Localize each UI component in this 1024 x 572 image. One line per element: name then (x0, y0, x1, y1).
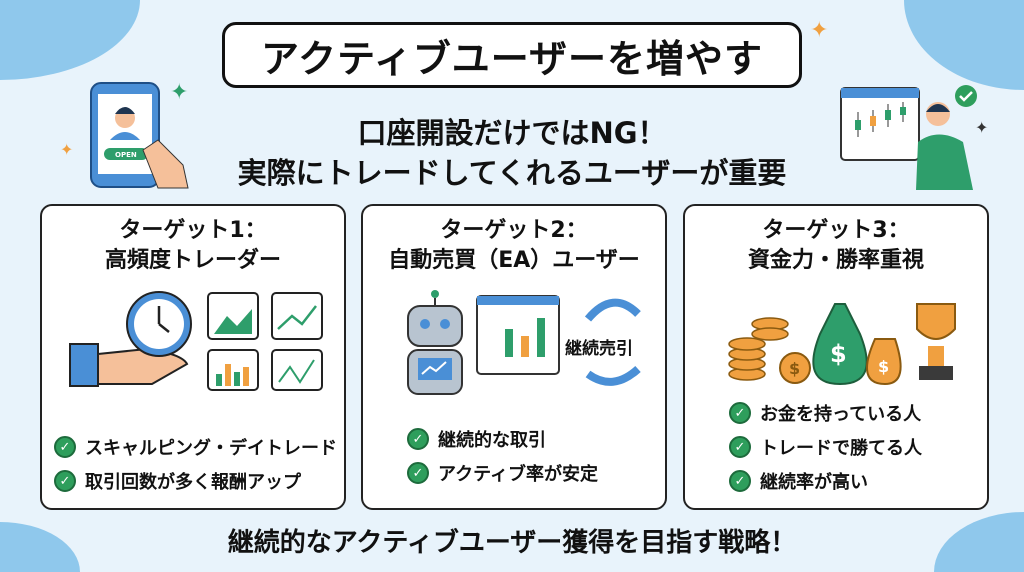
robot-chart-illustration (407, 290, 641, 395)
sparkle-icon: ✦ (810, 18, 829, 43)
bg-blob (0, 0, 140, 80)
target-card-1: ターゲット1： 高頻度トレーダー ✓ スキャルピング・デイトレード ✓ 取引回数が多… (40, 204, 346, 510)
page-title: アクティブユーザーを増やす (222, 22, 802, 88)
sparkle-icon: ✦ (60, 140, 74, 159)
list-item: ✓ 継続的な取引 (407, 426, 659, 452)
check-icon: ✓ (729, 470, 751, 492)
target-label: ターゲット1： (119, 218, 267, 243)
point-text: 継続的な取引 (438, 430, 546, 451)
trader-illustration (840, 85, 977, 190)
cycle-label: 継続売引 (565, 339, 633, 359)
clock-hand-charts-illustration (69, 291, 323, 391)
point-text: トレードで勝てる人 (760, 438, 922, 459)
svg-text:$: $ (830, 340, 847, 368)
svg-text:$: $ (789, 359, 800, 378)
subtitle-line-2: 実際にトレードしてくれるユーザーが重要 (237, 156, 787, 190)
list-item: ✓ トレードで勝てる人 (729, 434, 981, 460)
target-name: 自動売買（EA）ユーザー (388, 248, 640, 273)
target-label: ターゲット3： (762, 218, 910, 243)
check-icon: ✓ (729, 436, 751, 458)
svg-text:$: $ (878, 357, 889, 376)
money-trophy-illustration: $ $ $ (728, 303, 956, 386)
target-name: 高頻度トレーダー (104, 248, 281, 273)
check-icon: ✓ (54, 436, 76, 458)
check-icon: ✓ (407, 428, 429, 450)
phone-illustration: OPEN (90, 82, 189, 189)
list-item: ✓ スキャルピング・デイトレード (54, 434, 338, 460)
sparkle-icon: ✦ (170, 80, 189, 105)
check-icon: ✓ (729, 402, 751, 424)
list-item: ✓ お金を持っている人 (729, 400, 981, 426)
check-icon: ✓ (54, 470, 76, 492)
point-text: お金を持っている人 (760, 404, 922, 425)
target-card-2: ターゲット2： 自動売買（EA）ユーザー 継続売引 ✓ 継続的な取引 ✓ アクティブ… (361, 204, 667, 510)
subtitle-line-1: 口座開設だけではNG！ (357, 116, 667, 150)
target-card-3: ターゲット3： 資金力・勝率重視 $ $ $ ✓ お金を持っている人 ✓ トレードで… (683, 204, 989, 510)
sparkle-icon: ✦ (975, 118, 989, 137)
bg-blob (904, 0, 1024, 90)
point-text: スキャルピング・デイトレード (85, 438, 337, 459)
phone-open-label: OPEN (115, 151, 137, 159)
footer-slogan: 継続的なアクティブユーザー獲得を目指す戦略！ (227, 528, 797, 558)
list-item: ✓ 継続率が高い (729, 468, 981, 494)
check-icon: ✓ (407, 462, 429, 484)
list-item: ✓ アクティブ率が安定 (407, 460, 659, 486)
list-item: ✓ 取引回数が多く報酬アップ (54, 468, 338, 494)
point-text: 取引回数が多く報酬アップ (85, 472, 301, 493)
point-text: 継続率が高い (760, 472, 868, 493)
point-text: アクティブ率が安定 (438, 464, 599, 485)
target-name: 資金力・勝率重視 (747, 248, 924, 273)
target-label: ターゲット2： (440, 218, 588, 243)
